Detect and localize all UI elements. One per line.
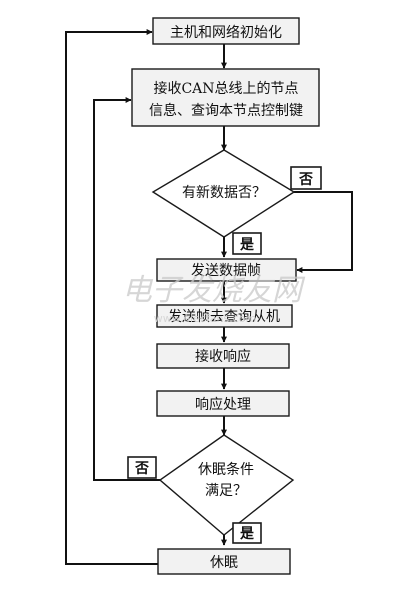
sleep-condition-decision [158,434,295,536]
new-data-decision-text: 有新数据否？ [182,185,266,201]
receive-response-text: 接收响应 [195,348,251,365]
no-tag-top [290,166,322,190]
yes-tag-bottom [232,522,262,544]
watermark-url: www.elecfans.com [154,312,256,325]
receive-info-line1: 接收CAN总线上的节点 [153,80,298,97]
send-data-frame-box [156,258,297,282]
watermark-cn: 电子发烧友网 [122,273,306,308]
no-tag-top-text: 否 [298,172,313,188]
yes-tag-top [232,232,262,255]
receive-info-box [131,68,320,127]
send-remote-frame-text: 发送帧去查询从机 [168,309,280,325]
connector-lines [65,29,353,565]
no-tag-bottom [127,456,157,479]
sleep-text: 休眠 [210,555,238,571]
receive-response-box [156,343,290,369]
init-text: 主机和网络初始化 [170,24,282,41]
response-process-box [156,390,290,417]
new-data-decision [151,149,296,238]
send-data-frame-text: 发送数据帧 [191,263,261,279]
sleep-condition-line2: 满足？ [205,483,247,499]
response-process-text: 响应处理 [195,396,251,413]
send-remote-frame-box [156,304,293,328]
receive-info-line2: 信息、查询本节点控制键 [149,102,303,119]
sleep-condition-line1: 休眠条件 [198,461,254,478]
no-tag-bottom-text: 否 [134,461,149,477]
yes-tag-bottom-text: 是 [240,526,255,542]
sleep-box [157,548,291,575]
init-box [152,17,300,45]
yes-tag-top-text: 是 [240,237,255,253]
